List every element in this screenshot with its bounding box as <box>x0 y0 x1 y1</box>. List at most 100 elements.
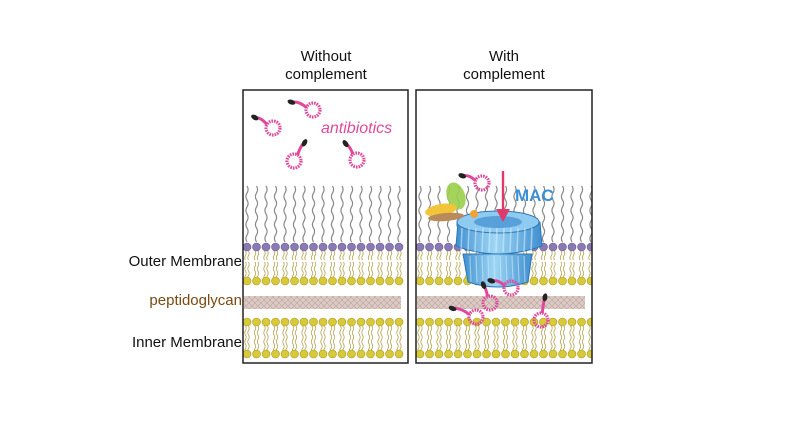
lipid-head <box>375 276 385 286</box>
lipid-tail <box>323 250 326 261</box>
lipid-tail <box>282 261 285 279</box>
antibiotic-tip <box>301 139 308 147</box>
lipid-tail <box>291 261 295 279</box>
lipid-head <box>558 276 567 286</box>
lipid-tail <box>559 250 563 261</box>
lipid-tail <box>370 250 374 261</box>
antibiotic-ring <box>473 174 491 192</box>
lps-chain <box>283 185 287 243</box>
lipid-head <box>577 317 586 327</box>
lipid-tail <box>339 325 342 351</box>
lipid-tail <box>543 261 547 279</box>
lps-chain <box>311 185 316 243</box>
lipid-tail <box>361 261 364 279</box>
mac-ridge <box>502 227 505 253</box>
lipid-head <box>444 317 453 327</box>
lps-head <box>299 242 309 252</box>
lps-head <box>586 242 592 252</box>
lipid-tail <box>367 325 371 351</box>
lipid-tail <box>342 325 345 351</box>
lipid-head <box>375 317 385 327</box>
lipid-head <box>252 349 261 359</box>
antibiotic-ring <box>532 311 550 329</box>
lipid-tail <box>323 261 326 279</box>
lps-head <box>375 242 385 252</box>
mac-ridge <box>523 255 526 283</box>
lipid-head <box>529 276 539 286</box>
lipid-tail <box>540 250 544 261</box>
peptidoglycan-layer <box>244 296 401 309</box>
lipid-tail <box>294 325 298 351</box>
lipid-tail <box>399 250 402 261</box>
antibiotic-tip <box>480 281 487 289</box>
mac-ridge <box>505 255 508 283</box>
lipid-head <box>444 276 453 286</box>
lipid-tail <box>534 250 537 261</box>
lipid-tail <box>304 261 307 279</box>
lps-head <box>558 242 567 252</box>
antibiotic-tip <box>448 305 457 312</box>
mac-ridge <box>474 227 477 253</box>
lipid-tail <box>386 325 390 351</box>
lipid-tail <box>569 261 572 279</box>
lipid-head <box>243 276 252 286</box>
lipid-head <box>394 349 404 359</box>
lipid-tail <box>351 325 355 351</box>
lipid-tail <box>266 261 269 279</box>
lipid-tail <box>348 325 352 351</box>
antibiotic-ring <box>481 294 499 312</box>
lipid-tail <box>304 250 307 261</box>
lipid-tail <box>247 250 250 261</box>
lipid-tail <box>505 325 509 351</box>
lipid-tail <box>420 261 423 279</box>
lipid-head <box>356 349 366 359</box>
mac-ridge <box>488 227 491 253</box>
lipid-head <box>318 276 328 286</box>
lipid-head <box>337 349 347 359</box>
lipid-head <box>539 349 548 359</box>
lps-head <box>366 242 375 252</box>
lps-chain <box>570 185 574 243</box>
lipid-tail <box>502 325 506 351</box>
lipid-head <box>539 276 548 286</box>
complement-protein-orange <box>470 210 478 218</box>
mac-ridge <box>460 227 463 253</box>
lipid-head <box>271 276 280 286</box>
lipid-tail <box>572 261 575 279</box>
antibiotic-ring <box>264 119 282 137</box>
label-outer-membrane: Outer Membrane <box>128 253 242 270</box>
antibiotic-molecule <box>251 114 282 137</box>
lipid-head <box>252 317 261 327</box>
lipid-head <box>356 317 366 327</box>
lipid-tail <box>348 250 352 261</box>
lipid-head <box>261 317 271 327</box>
lipid-tail <box>569 250 572 261</box>
lipid-head <box>416 349 425 359</box>
lps-chain <box>378 185 382 243</box>
lipid-tail <box>417 325 420 351</box>
lipid-tail <box>426 261 430 279</box>
lipid-tail <box>370 325 374 351</box>
lipid-tail <box>417 250 420 261</box>
lipid-tail <box>439 325 442 351</box>
lipid-tail <box>282 325 285 351</box>
lipid-tail <box>439 250 442 261</box>
lipid-tail <box>263 261 266 279</box>
lipid-head <box>280 317 290 327</box>
lipid-tail <box>389 261 393 279</box>
mac-ridge <box>487 255 490 283</box>
lipid-tail <box>420 250 423 261</box>
lps-chain <box>397 185 401 243</box>
lps-head <box>385 242 394 252</box>
lipid-tail <box>436 250 439 261</box>
lipid-head <box>290 317 299 327</box>
lipid-tail <box>429 261 433 279</box>
lipid-head <box>337 317 347 327</box>
lipid-tail <box>550 325 553 351</box>
mac-ridge <box>499 255 502 283</box>
lipid-tail <box>266 325 269 351</box>
lps-chain <box>349 185 354 243</box>
lps-chain <box>264 185 268 243</box>
lipid-head <box>318 349 328 359</box>
lipid-tail <box>380 250 383 261</box>
